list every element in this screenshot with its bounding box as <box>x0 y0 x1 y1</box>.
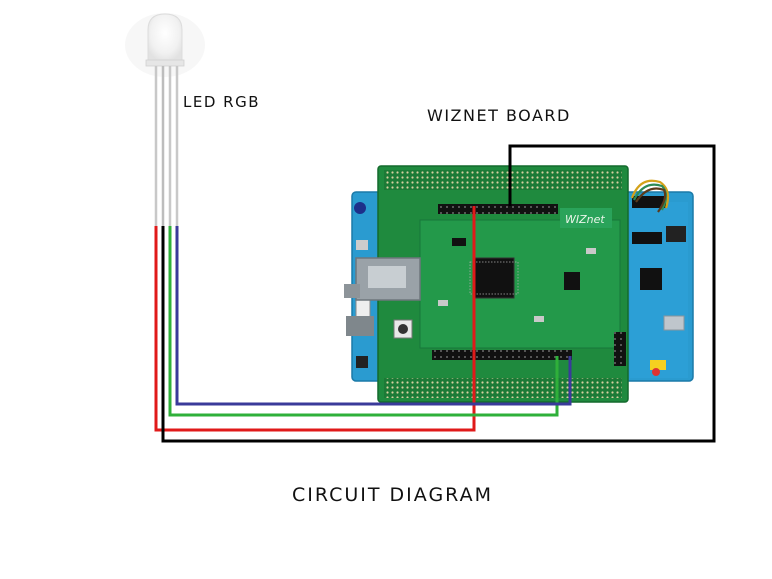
wiznet-logo: WIZnet <box>565 213 605 226</box>
diagram-title: CIRCUIT DIAGRAM <box>292 484 493 506</box>
jumper-wires <box>630 179 670 213</box>
board-label: WIZNET BOARD <box>427 106 571 125</box>
rgb-led <box>125 13 205 228</box>
blue-wire <box>175 226 572 406</box>
led-label: LED RGB <box>183 93 260 111</box>
red-wire <box>154 206 476 432</box>
black-wire <box>161 144 716 443</box>
wiznet-shield: WIZnet <box>344 165 629 403</box>
green-wire <box>168 226 559 417</box>
